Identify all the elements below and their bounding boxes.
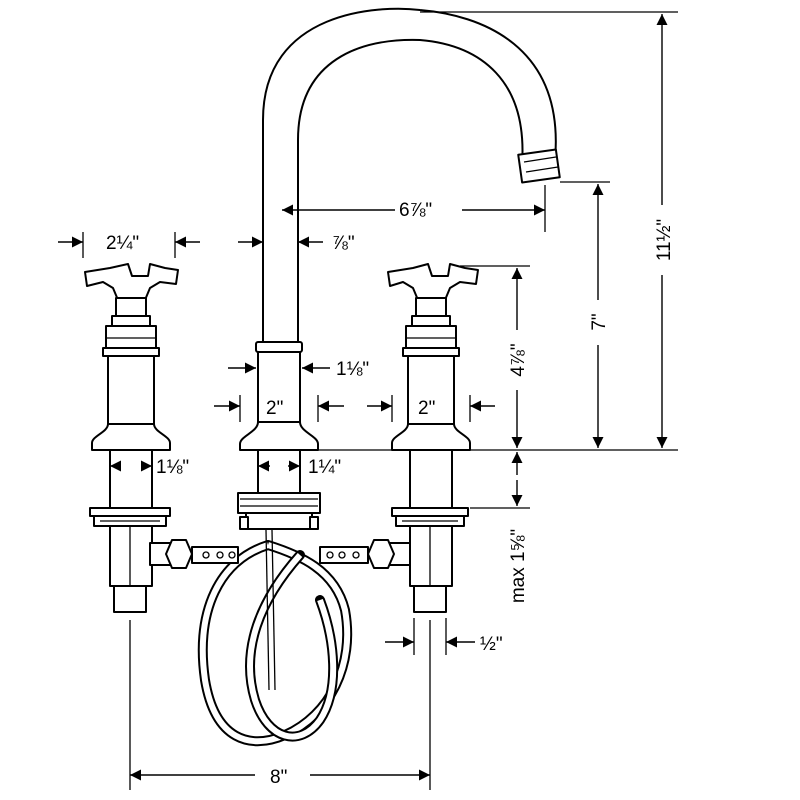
dim-deck-thickness-label: max 1⅝": [508, 529, 529, 603]
dim-handle-width-label: 2¼": [106, 233, 139, 254]
spout: [237, 7, 561, 530]
dim-spout-base-label: 2": [266, 398, 283, 419]
spout-shank: [257, 449, 301, 496]
right-handle-valve: [387, 263, 479, 613]
supply-connectors: [149, 539, 411, 569]
left-cross-handle: [84, 263, 179, 301]
supply-hose-loops: [197, 529, 353, 747]
dim-spout-thickness-label: ⅞": [332, 233, 355, 254]
dim-spout-reach-label: 6⅞": [399, 200, 432, 221]
dim-handle-height-label: 4⅞": [508, 343, 529, 376]
right-cross-handle: [387, 263, 479, 301]
dim-overall-height-label: 11½": [654, 219, 675, 261]
dim-center-spread-label: 8": [270, 767, 287, 788]
dim-handle-shank-label: 1⅛": [156, 457, 189, 478]
dimension-lines: [58, 11, 678, 790]
dim-spout-neck-label: 1⅛": [336, 359, 369, 380]
left-handle-valve: [84, 263, 179, 613]
dim-handle-base-label: 2": [418, 398, 435, 419]
dim-outlet-height-label: 7": [589, 313, 610, 330]
dim-spout-shank-label: 1¼": [308, 457, 341, 478]
pop-up-rod: [271, 529, 276, 691]
dim-supply-label: ½": [480, 634, 503, 655]
aerator: [517, 148, 561, 184]
